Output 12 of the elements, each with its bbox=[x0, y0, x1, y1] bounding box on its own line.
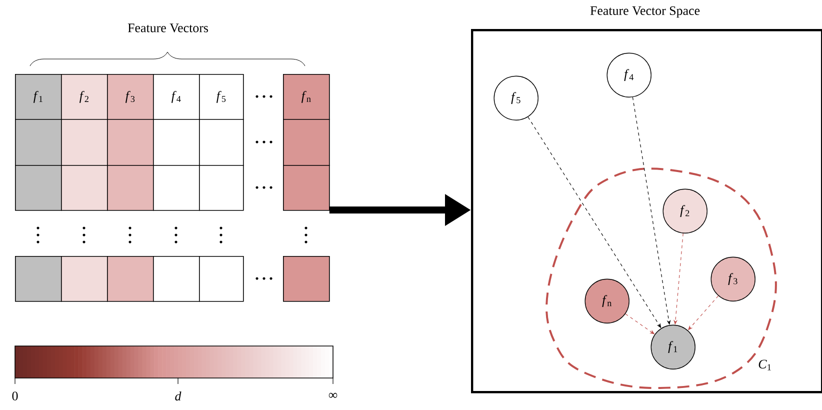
table-cell: f$_{4}$ bbox=[153, 74, 200, 120]
heading: Feature Vector Space bbox=[590, 6, 700, 18]
cluster-label: C$_{1}$ bbox=[758, 360, 771, 370]
table-cell: f$_{3}$ bbox=[107, 74, 154, 120]
heading: Feature Vectors bbox=[128, 24, 208, 32]
table-cell: f$_{5}$ bbox=[199, 74, 244, 120]
tick-label: ∞ bbox=[328, 392, 338, 398]
table-cell: f$_{2}$ bbox=[61, 74, 108, 120]
table-cell: f$_{1}$ bbox=[15, 74, 62, 120]
tick-label: 0 bbox=[12, 392, 18, 400]
table-cell: f$_{n}$ bbox=[283, 74, 330, 120]
tick-label: d bbox=[175, 391, 182, 401]
